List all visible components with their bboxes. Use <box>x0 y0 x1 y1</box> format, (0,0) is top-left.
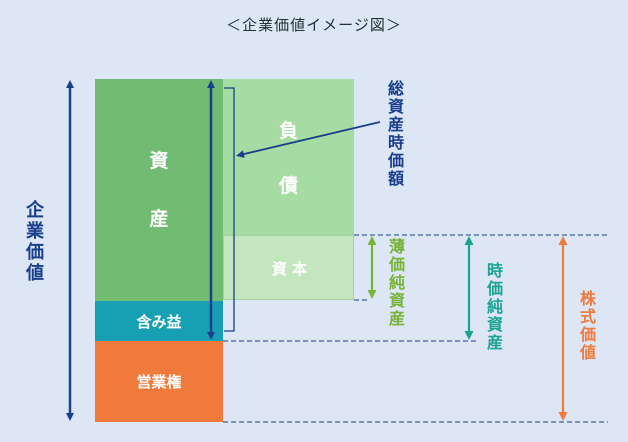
unrealized-gain-label: 含み益 <box>136 313 182 331</box>
total-asset-pointer-arrow <box>236 121 381 158</box>
unrealized-gain-box: 含み益 <box>95 301 223 341</box>
capital-label: 資 本 <box>271 260 308 278</box>
liabilities-label-1: 負 <box>278 120 298 142</box>
total-asset-market-value-label: 総資産時価額 <box>385 80 404 188</box>
stock-value-label: 株式価値 <box>577 290 596 362</box>
total-asset-bracket <box>224 87 235 332</box>
capital-box: 資 本 <box>223 235 354 300</box>
assets-label-1: 資 <box>149 150 169 172</box>
diagram-title: ＜企業価値イメージ図＞ <box>226 16 402 34</box>
enterprise-value-label: 企業価値 <box>23 200 44 284</box>
assets-label-2: 産 <box>149 208 169 230</box>
goodwill-label: 営業権 <box>136 373 182 391</box>
market-net-assets-label: 時価純資産 <box>484 262 503 352</box>
assets-box: 資 産 <box>95 79 223 301</box>
goodwill-box: 営業権 <box>95 341 223 422</box>
liabilities-label-2: 債 <box>278 175 298 197</box>
liabilities-box: 負 債 <box>223 79 354 235</box>
book-net-assets-label: 薄価純資産 <box>386 238 405 328</box>
